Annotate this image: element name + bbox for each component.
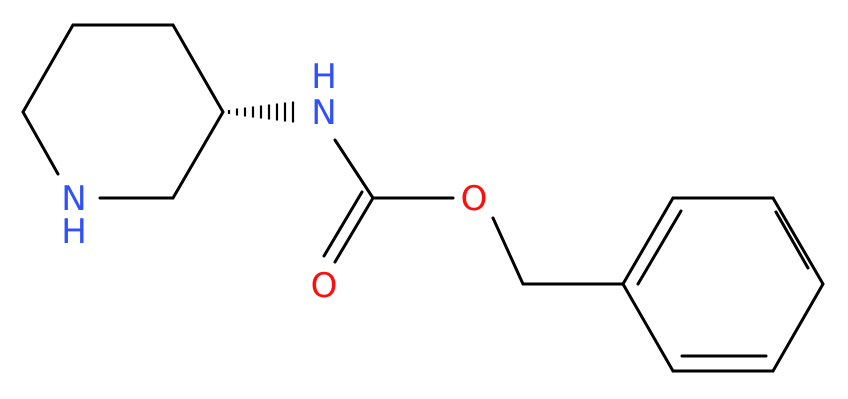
bond [171,110,225,200]
double-bond [322,190,364,258]
bond [21,110,60,176]
bond [21,23,75,114]
carbamate-chain [322,138,625,286]
benzene-ring [621,196,825,373]
bond [171,23,225,114]
ester-oxygen-label: O [461,179,488,219]
carbamate-nitrogen-label: H N [311,57,337,133]
ring-nitrogen-hydrogen: H [61,212,87,252]
bond [333,138,375,200]
stereo-hashed-wedge [227,101,295,123]
ring-nitrogen-label: N H [61,179,87,252]
ring-nitrogen-symbol: N [61,179,86,219]
double-bond [333,196,375,264]
carbamate-nitrogen-hydrogen: H [311,57,337,97]
carbonyl-oxygen-label: O [311,266,338,306]
carbamate-nitrogen-symbol: N [311,93,336,133]
piperidine-ring [21,23,225,200]
bond [491,216,525,286]
